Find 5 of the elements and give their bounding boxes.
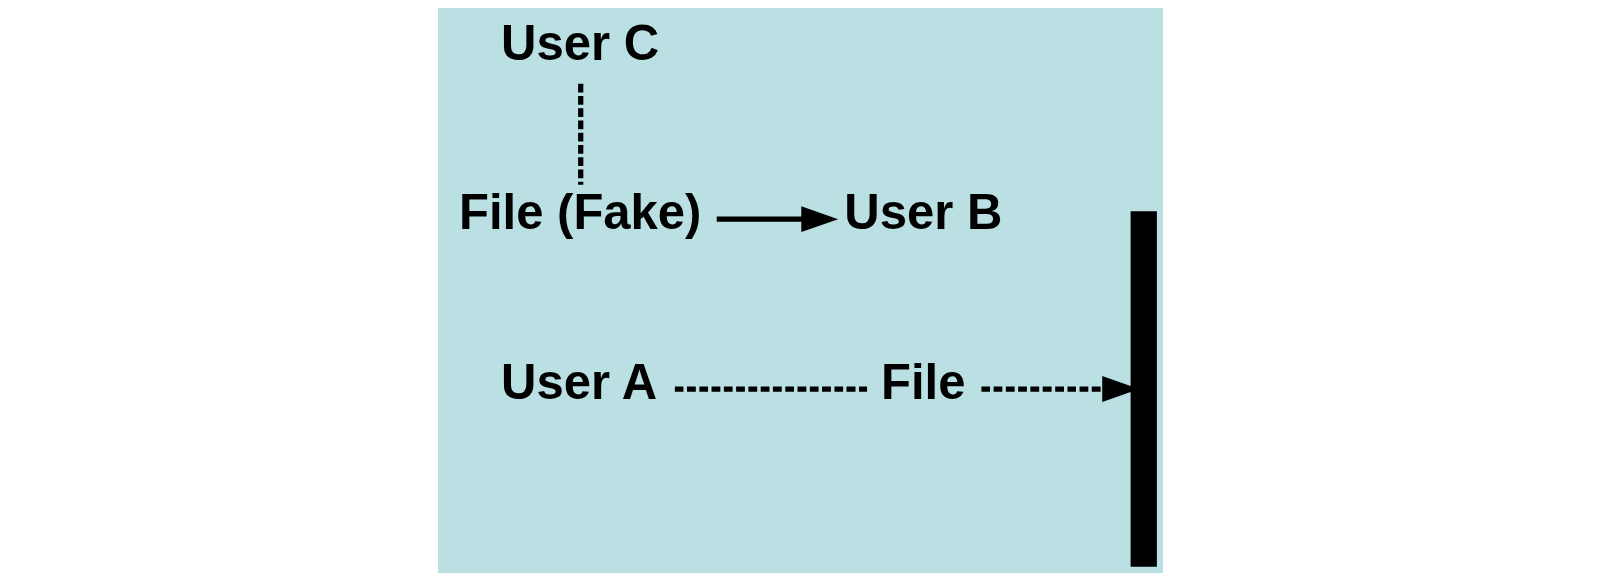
node-text: File [881,355,966,410]
node-text: User C [501,15,660,70]
node-text: File (Fake) [459,185,702,240]
node-text: User A [501,355,658,410]
node-text: User B [844,185,1003,240]
